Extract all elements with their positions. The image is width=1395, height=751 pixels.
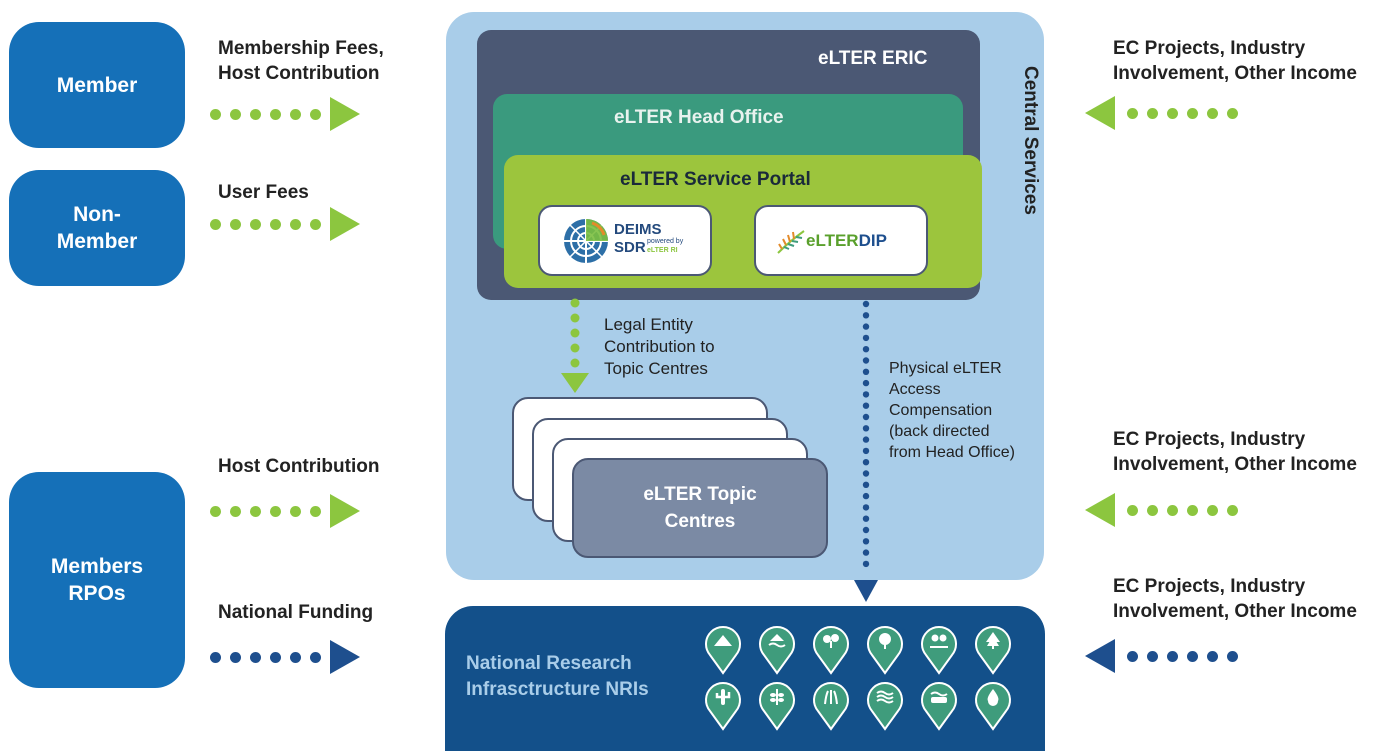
national-funding-flow-arrow <box>210 640 360 674</box>
non-member-label-line1: Non- <box>73 203 121 226</box>
members-rpos-actor: Members RPOs <box>9 472 185 688</box>
legal-entity-connector-arrow <box>561 298 589 393</box>
legal-entity-line3: Topic Centres <box>604 359 708 378</box>
grassland-icon <box>812 681 850 731</box>
nri-label-line1: National Research <box>466 653 632 674</box>
members-rpos-label-line1: Members <box>50 555 144 578</box>
deims-sdr-logo-card[interactable]: DEIMS SDR powered by eLTER RI <box>538 205 712 276</box>
member-actor: Member <box>9 22 185 148</box>
deims-powered-by: powered by <box>647 238 684 245</box>
income-label-bottom-line1: EC Projects, Industry <box>1113 576 1306 597</box>
income-label-middle-line1: EC Projects, Industry <box>1113 429 1306 450</box>
income-flow-arrow-top <box>1085 96 1247 130</box>
host-contribution-flow-arrow <box>210 494 360 528</box>
central-services-label: Central Services <box>1020 66 1041 215</box>
deims-globe-icon <box>564 219 608 263</box>
topic-centres-card: eLTER Topic Centres <box>572 458 828 558</box>
non-member-actor: Non- Member <box>9 170 185 286</box>
elter-dip-logo-card[interactable]: eLTERDIP <box>754 205 928 276</box>
service-portal-title: eLTER Service Portal <box>620 169 811 190</box>
members-rpos-label-line2: RPOs <box>68 582 126 605</box>
legal-entity-label: Legal Entity Contribution to Topic Centr… <box>604 314 715 380</box>
income-label-bottom: EC Projects, Industry Involvement, Other… <box>1113 574 1357 624</box>
income-label-top: EC Projects, Industry Involvement, Other… <box>1113 36 1357 86</box>
physical-access-line5: from Head Office) <box>889 444 1015 461</box>
physical-access-line3: Compensation <box>889 402 993 419</box>
dip-wordmark-dip: DIP <box>858 231 887 250</box>
cactus-icon <box>704 681 742 731</box>
deims-brand-tag: eLTER RI <box>647 247 678 254</box>
dip-wordmark-elter: eLTER <box>806 231 859 250</box>
topic-centres-line2: Centres <box>664 511 736 532</box>
nri-label-line2: Infrasctructure NRIs <box>466 679 649 700</box>
user-fees-label: User Fees <box>218 182 309 203</box>
non-member-label-line2: Member <box>56 230 138 253</box>
member-label: Member <box>56 73 138 97</box>
income-flow-arrow-bottom <box>1085 639 1247 673</box>
coastal-icon <box>920 681 958 731</box>
legal-entity-line1: Legal Entity <box>604 315 693 334</box>
eric-title: eLTER ERIC <box>818 48 928 69</box>
national-funding-label: National Funding <box>218 602 374 623</box>
physical-access-connector-arrow <box>854 300 878 602</box>
deims-wordmark: DEIMS <box>614 221 662 238</box>
physical-access-label: Physical eLTER Access Compensation (back… <box>889 358 1015 463</box>
nri-label: National Research Infrasctructure NRIs <box>466 651 649 703</box>
crop-icon <box>758 681 796 731</box>
wetland-trees-icon <box>920 625 958 675</box>
conifer-icon <box>974 625 1012 675</box>
broadleaf-tree-icon <box>866 625 904 675</box>
income-flow-arrow-middle <box>1085 493 1247 527</box>
water-drop-icon <box>974 681 1012 731</box>
host-contribution-label: Host Contribution <box>218 456 380 477</box>
head-office-title: eLTER Head Office <box>614 107 784 128</box>
forest-icon <box>812 625 850 675</box>
membership-fees-line2: Host Contribution <box>218 63 380 84</box>
lake-icon <box>758 625 796 675</box>
membership-fees-label: Membership Fees, Host Contribution <box>218 36 384 86</box>
user-fees-flow-arrow <box>210 207 360 241</box>
topic-centres-line1: eLTER Topic <box>643 484 757 505</box>
membership-fees-line1: Membership Fees, <box>218 38 384 59</box>
river-icon <box>866 681 904 731</box>
membership-flow-arrow <box>210 97 360 131</box>
mountain-icon <box>704 625 742 675</box>
deims-sdr-wordmark: SDR <box>614 239 646 256</box>
income-label-top-line1: EC Projects, Industry <box>1113 38 1306 59</box>
legal-entity-line2: Contribution to <box>604 337 715 356</box>
dip-fern-icon <box>777 230 805 254</box>
income-label-middle: EC Projects, Industry Involvement, Other… <box>1113 427 1357 477</box>
dip-wordmark: eLTERDIP <box>806 231 887 251</box>
physical-access-line4: (back directed <box>889 423 990 440</box>
income-label-bottom-line2: Involvement, Other Income <box>1113 601 1357 622</box>
income-label-middle-line2: Involvement, Other Income <box>1113 454 1357 475</box>
physical-access-line1: Physical eLTER <box>889 360 1002 377</box>
income-label-top-line2: Involvement, Other Income <box>1113 63 1357 84</box>
physical-access-line2: Access <box>889 381 941 398</box>
